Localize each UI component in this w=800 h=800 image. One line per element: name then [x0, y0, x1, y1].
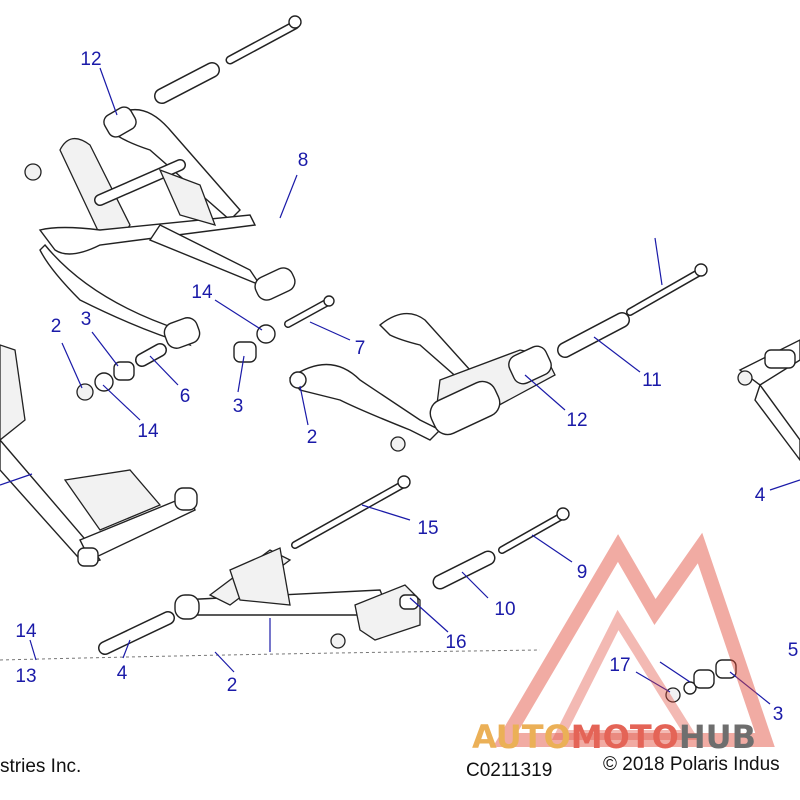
bushing-set-middle — [233, 324, 276, 363]
upper-pivot-bolt — [225, 15, 302, 65]
callout-17: 17 — [609, 655, 630, 676]
upper-pivot-sleeve — [154, 62, 220, 104]
callout-8: 8 — [298, 150, 309, 171]
diagram-code: C0211319 — [466, 760, 552, 781]
left-lower-a-arm — [0, 344, 198, 567]
footer-company-fragment: stries Inc. — [0, 756, 81, 777]
callout-3-left: 3 — [81, 309, 92, 330]
callout-2-left: 2 — [51, 316, 62, 337]
callout-12-upper: 12 — [80, 49, 101, 70]
nut-upper-left — [24, 163, 42, 181]
copyright-notice: © 2018 Polaris Indus — [603, 754, 780, 775]
lower-center-a-arm — [174, 547, 421, 649]
centerline-dashed — [0, 649, 541, 661]
bolt-4-lower — [98, 611, 175, 655]
sleeve-10 — [432, 550, 496, 590]
callout-6: 6 — [180, 386, 191, 407]
bolt-9 — [498, 507, 570, 554]
callout-13: 13 — [15, 666, 36, 687]
leader-lines — [0, 67, 800, 705]
automotohub-watermark: AUTOMOTOHUB — [472, 532, 775, 756]
callout-3-middle: 3 — [233, 396, 244, 417]
callout-16: 16 — [445, 632, 466, 653]
bushing-set-lower-right — [665, 659, 737, 703]
callout-14-left: 14 — [137, 421, 159, 442]
callout-14-lower: 14 — [15, 621, 37, 642]
bolt-7 — [284, 295, 335, 328]
callout-7: 7 — [355, 338, 366, 359]
callout-10: 10 — [494, 599, 515, 620]
callout-3-lower: 3 — [773, 704, 784, 725]
bolt-11 — [626, 263, 708, 316]
callout-2-middle: 2 — [307, 427, 318, 448]
callout-5: 5 — [788, 640, 799, 661]
callout-4-lower: 4 — [117, 663, 128, 684]
watermark-text-auto: AUTOMOTOHUB — [472, 718, 756, 756]
callout-15: 15 — [417, 518, 438, 539]
callout-2-lower: 2 — [227, 675, 238, 696]
watermark-triangle-logo — [492, 532, 775, 747]
callout-11: 11 — [642, 370, 662, 391]
callout-12-center: 12 — [566, 410, 587, 431]
bushing-set-left — [76, 343, 167, 401]
callout-4-right: 4 — [755, 485, 766, 506]
callout-9: 9 — [577, 562, 588, 583]
upper-left-a-arm — [38, 106, 296, 349]
callout-14-middle: 14 — [191, 282, 213, 303]
right-a-arm-partial — [737, 339, 800, 462]
sleeve-11 — [557, 312, 630, 358]
center-upper-a-arm — [288, 312, 556, 452]
bolt-15 — [291, 475, 411, 549]
